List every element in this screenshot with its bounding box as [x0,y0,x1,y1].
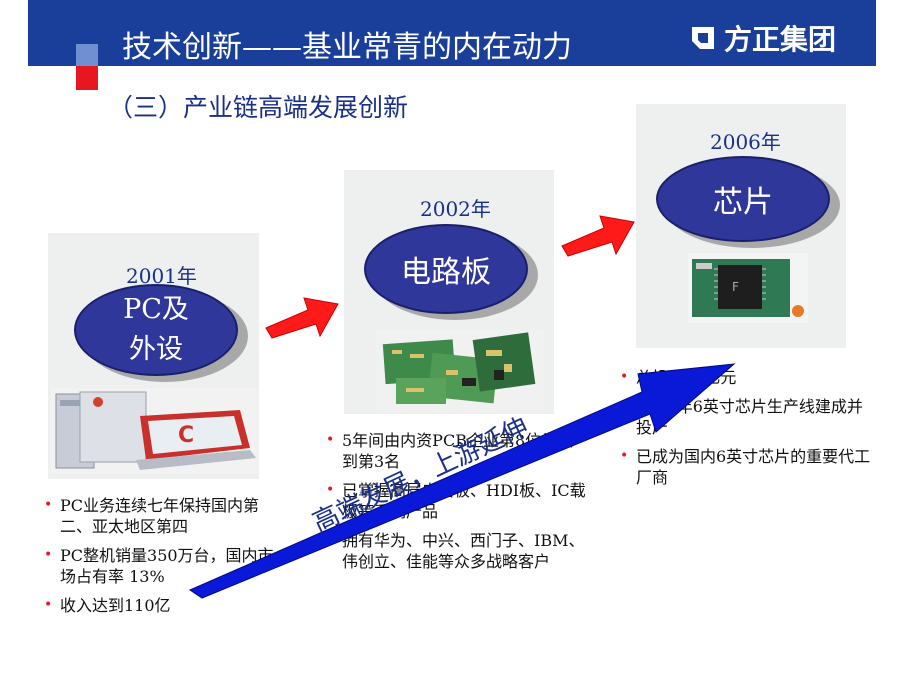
decor-square-red [76,66,98,90]
bullet-item: 总投入14亿元 [620,367,878,388]
stage-year-2002: 2002年 [420,197,491,221]
bullet-list-pcb: 5年间由内资PCB企业第8位发展到第3名 已掌握高层电路板、HDI板、IC载板等… [326,430,588,580]
bullet-item: PC业务连续七年保持国内第二、亚太地区第四 [44,495,282,537]
bullet-item: 5年间由内资PCB企业第8位发展到第3名 [326,430,588,472]
page-title: 技术创新——基业常青的内在动力 [122,30,572,65]
stage-oval-pc: PC及外设 [74,284,238,376]
red-arrow-2 [561,215,635,257]
pcb-product-image [376,330,544,412]
founder-logo-icon [692,27,714,49]
stage-label-pc: PC及外设 [123,294,189,365]
stage-year-2006: 2006年 [710,130,781,154]
bullet-item: 2006年6英寸芯片生产线建成并投产 [620,396,878,438]
logo-text: 方正集团 [724,23,837,56]
chip-product-image: F [688,253,808,323]
pc-product-image: C [50,388,258,474]
section-subtitle: （三）产业链高端发展创新 [108,93,409,122]
stage-oval-pcb: 电路板 [364,224,528,314]
bullet-item: 已成为国内6英寸芯片的重要代工厂商 [620,446,878,488]
bullet-item: PC整机销量350万台，国内市场占有率 13% [44,545,282,587]
bullet-item: 已掌握高层电路板、HDI板、IC载板等系列产品 [326,480,588,522]
svg-text:C: C [178,423,194,448]
bullet-list-chip: 总投入14亿元 2006年6英寸芯片生产线建成并投产 已成为国内6英寸芯片的重要… [620,367,878,496]
red-arrow-1 [265,297,339,339]
bullet-item: 收入达到110亿 [44,595,282,616]
svg-text:F: F [732,280,739,294]
bullet-item: 拥有华为、中兴、西门子、IBM、伟创立、佳能等众多战略客户 [326,530,588,572]
decor-square-blue [76,44,98,66]
stage-label-pcb: 电路板 [401,255,491,290]
bullet-list-pc: PC业务连续七年保持国内第二、亚太地区第四 PC整机销量350万台，国内市场占有… [44,495,282,624]
stage-label-chip: 芯片 [713,185,773,220]
stage-oval-chip: 芯片 [656,156,830,242]
header-bar [28,0,876,66]
founder-logo: 方正集团 [688,20,836,56]
